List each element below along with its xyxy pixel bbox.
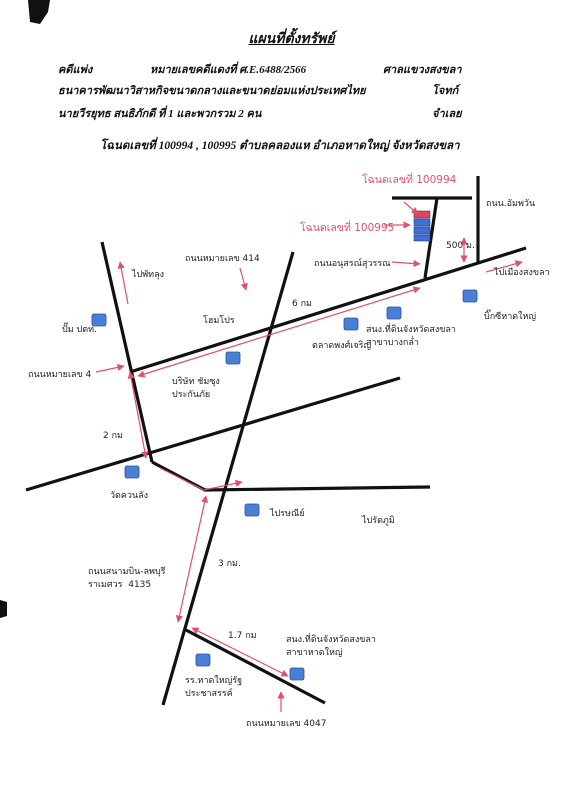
arrow-anusornsuwan: [391, 259, 421, 268]
label-3km: 3 กม.: [218, 559, 241, 569]
road-4-south: [151, 460, 431, 492]
case-number: หมายเลขคดีแดงที่ ศ.E.6488/2566: [150, 64, 307, 76]
arrow-to-phatthalung: [117, 261, 129, 305]
parcel-marker: [413, 210, 431, 242]
landmark-post-office-marker: [244, 503, 260, 517]
landmark-ptt-marker: [91, 313, 107, 327]
defendant-name: นายวีรยุทธ สนธิภักดี ที่ 1 และพวกรวม 2 ค…: [58, 108, 262, 120]
case-label: คดีแพ่ง: [58, 64, 93, 76]
arrow-to-songkhla: [485, 260, 523, 273]
landmark-homepro-marker: [225, 351, 241, 365]
plaintiff-role: โจทก์: [432, 85, 459, 97]
label-insurance: บริษัท ชัมซุง ประกันภัย: [172, 377, 220, 400]
location-line: โฉนดเลขที่ 100994 , 100995 ตำบลคลองแห อำ…: [100, 140, 460, 152]
label-road-anusornsuwan: ถนนอนุสรณ์สุวรรณ: [314, 259, 391, 269]
arrow-road-4-segment: [159, 467, 243, 491]
arrow-2km: [127, 371, 149, 459]
label-land-office-hatyai: สนง.ที่ดินจังหวัดสงขลา สาขาหาดใหญ่: [286, 635, 376, 658]
label-road-4: ถนนหมายเลข 4: [28, 370, 92, 380]
label-post-office: ไปรษณีย์: [270, 509, 305, 519]
arrow-deed-100994: [403, 201, 419, 215]
label-homepro: โฮมโปร: [203, 316, 235, 326]
arrow-1-7km: [191, 627, 289, 677]
label-ptt: ปั๊ม ปตท.: [62, 325, 97, 335]
landmark-school-marker: [195, 653, 211, 667]
label-2km: 2 กม: [103, 431, 123, 441]
defendant-role: จำเลย: [432, 108, 462, 120]
scan-mark-left-middle: [0, 600, 7, 618]
arrow-road-4: [95, 363, 125, 373]
label-to-ratthaphum: ไปรัตภูมิ: [362, 516, 395, 526]
label-500m: 500 ม.: [446, 241, 475, 251]
label-road-ambhawan: ถนน.อัมพวัน: [486, 199, 536, 209]
label-land-office-bangklam: สนง.ที่ดินจังหวัดสงขลา สาขาบางกล่ำ: [366, 325, 456, 348]
label-to-songkhla: ไปเมืองสงขลา: [494, 268, 550, 278]
landmark-land-office-bangklam-marker: [386, 306, 402, 320]
landmark-land-office-hatyai-marker: [289, 667, 305, 681]
arrow-6km: [137, 286, 421, 378]
label-6km: 6 กม: [292, 299, 312, 309]
label-bigc: บิ๊กซีหาดใหญ่: [484, 312, 537, 322]
landmark-bigc-marker: [462, 289, 478, 303]
landmark-wat-marker: [124, 465, 140, 479]
arrow-3km: [175, 495, 209, 623]
label-wat-khuanlang: วัดควนลัง: [110, 491, 149, 501]
page-title: แผนที่ตั้งทรัพย์: [248, 32, 335, 47]
road-anusornsuwan: [423, 197, 439, 279]
arrow-road-414: [239, 267, 248, 291]
label-market: ตลาดพงศ์เจริญ: [312, 341, 372, 351]
plaintiff-name: ธนาคารพัฒนาวิสาหกิจขนาดกลางและขนาดย่อมแห…: [58, 85, 366, 97]
label-road-414: ถนนหมายเลข 414: [185, 254, 260, 264]
label-road-4047: ถนนหมายเลข 4047: [246, 719, 327, 729]
landmark-market-marker: [343, 317, 359, 331]
label-to-phatthalung: ไปพัทลุง: [132, 270, 165, 280]
label-1-7km: 1.7 กม: [228, 631, 257, 641]
deed-100995-label: โฉนดเลขที่ 100995: [300, 222, 395, 234]
label-road-airport: ถนนสนามบิน-ลพบุรี ราเมศวร 4135: [88, 567, 166, 590]
label-school: รร.หาดใหญ่รัฐ ประชาสรรค์: [185, 676, 243, 699]
deed-100994-label: โฉนดเลขที่ 100994: [362, 174, 457, 186]
court-name: ศาลแขวงสงขลา: [383, 64, 462, 76]
scan-mark-top-left: [28, 0, 50, 24]
road-ratthaphum-cross: [25, 376, 401, 492]
